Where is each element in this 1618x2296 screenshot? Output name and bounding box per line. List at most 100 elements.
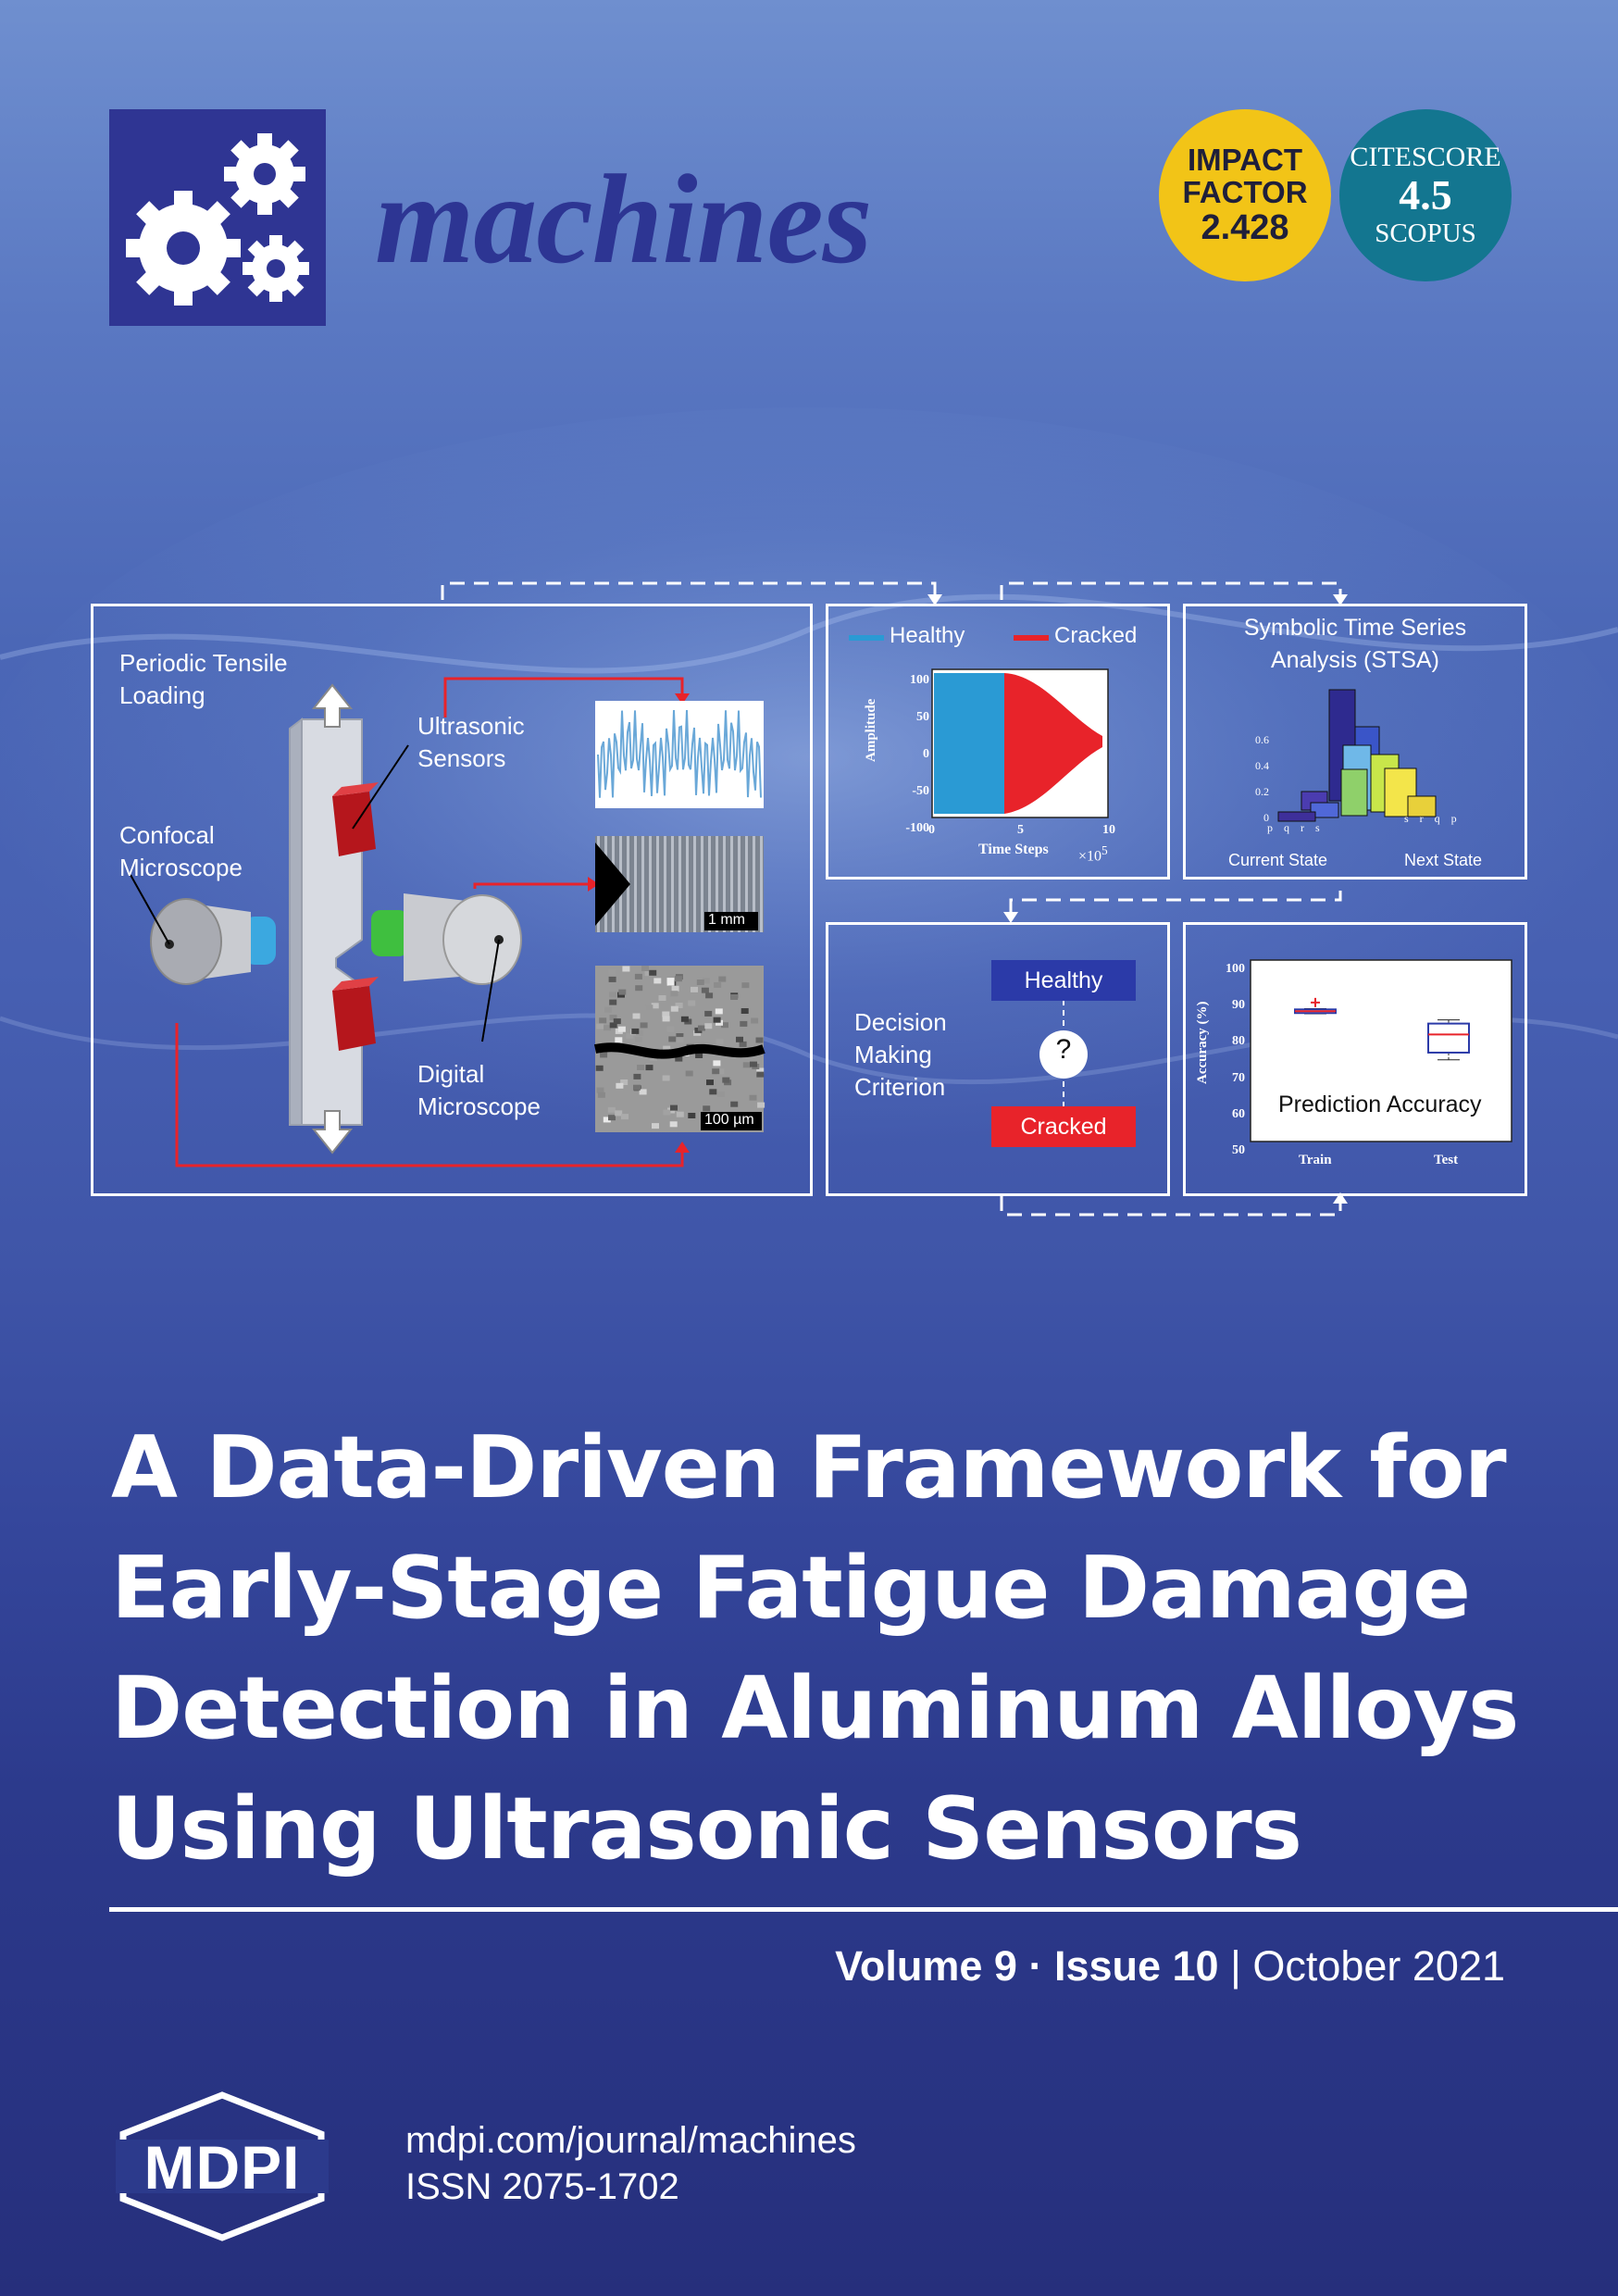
digital-microscope-label: Digital Microscope	[417, 1058, 541, 1123]
stsa-title-line1: Symbolic Time Series	[1243, 615, 1467, 641]
prediction-accuracy-label: Prediction Accuracy	[1278, 1092, 1482, 1117]
signal-ylabel: Amplitude	[864, 698, 878, 762]
confocal-microscope-label: Confocal Microscope	[119, 819, 243, 884]
healthy-box: Healthy	[991, 960, 1136, 1001]
ztick: 0.4	[1255, 759, 1269, 772]
digital-microscope-line1: Digital	[417, 1060, 485, 1088]
axis-letter: q	[1434, 812, 1440, 825]
ytick: 90	[1232, 998, 1245, 1013]
legend-healthy-label: Healthy	[890, 623, 965, 648]
issue-separator: ·	[1028, 1942, 1043, 1990]
decision-panel: Decision Making Criterion Healthy ? Crac…	[826, 922, 1170, 1196]
signal-chart	[849, 635, 1109, 818]
current-state-label: Current State	[1228, 851, 1328, 869]
stsa-right-axis-letters: s r q p	[1404, 812, 1457, 826]
confocal-microscope-line2: Microscope	[119, 854, 243, 882]
journal-name: machines	[375, 148, 872, 290]
experiment-setup-panel: Periodic Tensile Loading Ultrasonic Sens…	[91, 604, 813, 1196]
ytick: -100	[905, 821, 929, 835]
title-line: Early-Stage Fatigue Damage	[111, 1538, 1471, 1638]
publisher-logo: MDPI	[106, 2088, 338, 2245]
issue-number: Issue 10	[1053, 1942, 1219, 1990]
signal-xlabel: Time Steps	[978, 842, 1049, 857]
ultrasonic-sensors-line1: Ultrasonic	[417, 712, 525, 740]
ultrasonic-sensors-line2: Sensors	[417, 744, 506, 773]
legend-cracked-label: Cracked	[1054, 623, 1138, 648]
journal-url[interactable]: mdpi.com/journal/machines	[405, 2120, 856, 2161]
issn: ISSN 2075-1702	[405, 2166, 679, 2207]
signal-xtick: 0	[928, 823, 935, 837]
scale-bar-1mm: 1 mm	[708, 912, 745, 928]
citescore-badge: CITESCORE 4.5 SCOPUS	[1339, 109, 1512, 281]
ztick: 0	[1263, 811, 1269, 824]
stsa-3d-bar-chart	[1277, 689, 1437, 822]
healthy-signal	[934, 673, 1004, 814]
title-divider	[109, 1907, 1618, 1912]
periodic-loading-line2: Loading	[119, 681, 205, 710]
citescore-value: 4.5	[1399, 171, 1452, 219]
axis-letter: p	[1450, 812, 1457, 825]
ytick: 80	[1232, 1034, 1245, 1049]
ytick: 60	[1232, 1106, 1245, 1121]
stsa-title-line2: Analysis (STSA)	[1271, 647, 1439, 673]
ytick: 100	[1226, 962, 1245, 976]
accuracy-ylabel: Accuracy (%)	[1195, 1001, 1210, 1084]
periodic-loading-line1: Periodic Tensile	[119, 649, 288, 677]
decision-line2: Making	[854, 1041, 932, 1069]
decision-line1: Decision	[854, 1008, 947, 1036]
signal-x-exponent: ×105	[1078, 843, 1108, 865]
issue-info: Volume 9 · Issue 10 | October 2021	[835, 1942, 1505, 1990]
question-mark: ?	[1055, 1034, 1072, 1065]
scale-bar-100um: 100 µm	[704, 1112, 754, 1128]
title-line: A Data-Driven Framework for	[111, 1417, 1507, 1517]
ztick: 0.6	[1255, 733, 1269, 746]
impact-value: 2.428	[1201, 207, 1289, 247]
figure-connectors	[441, 581, 1348, 1217]
cracked-signal	[1004, 673, 1102, 814]
ytick: 50	[916, 710, 929, 724]
experiment-setup-diagram	[130, 677, 765, 1167]
volume: Volume 9	[835, 1942, 1017, 1990]
journal-logo	[109, 109, 326, 326]
accuracy-xtick-test: Test	[1434, 1153, 1459, 1167]
cracked-box: Cracked	[991, 1106, 1136, 1147]
title-line: Detection in Aluminum Alloys	[111, 1658, 1519, 1758]
impact-line2: FACTOR	[1182, 174, 1308, 209]
date-separator: |	[1230, 1942, 1241, 1990]
accuracy-xtick-train: Train	[1299, 1153, 1332, 1167]
citescore-source: SCOPUS	[1375, 218, 1476, 248]
signal-xtick: 5	[1017, 823, 1024, 837]
digital-microscope-line2: Microscope	[417, 1092, 541, 1121]
x-exponent-power: 5	[1101, 843, 1108, 857]
issue-date: October 2021	[1252, 1942, 1505, 1990]
axis-letter: s	[1404, 812, 1409, 825]
stsa-title: Symbolic Time Series Analysis (STSA)	[1186, 612, 1525, 677]
citescore-label: CITESCORE	[1350, 142, 1501, 173]
ultrasonic-sensors-label: Ultrasonic Sensors	[417, 710, 525, 775]
axis-letter: r	[1301, 821, 1304, 834]
ytick: 50	[1232, 1143, 1245, 1158]
decision-label: Decision Making Criterion	[854, 1006, 947, 1104]
gears-icon	[126, 133, 309, 306]
accuracy-yticks: 100 90 80 70 60 50	[1215, 951, 1245, 1168]
ytick: 100	[910, 673, 929, 687]
impact-factor-badge: IMPACT FACTOR 2.428	[1159, 109, 1331, 281]
signal-panel: Healthy Cracked Amplitude 100 50 0 -50 -…	[826, 604, 1170, 880]
decision-connector	[1039, 990, 1088, 1106]
stsa-left-axis-letters: p q r s	[1267, 821, 1320, 835]
ztick: 0.2	[1255, 785, 1269, 798]
mdpi-hexagon-icon	[116, 2091, 329, 2241]
accuracy-box-plot	[1250, 959, 1512, 1142]
axis-letter: p	[1267, 821, 1273, 834]
x-exponent-base: ×10	[1078, 848, 1102, 865]
impact-line1: IMPACT	[1187, 142, 1303, 177]
ytick: 70	[1232, 1070, 1245, 1085]
title-line: Using Ultrasonic Sensors	[111, 1778, 1302, 1878]
ytick: 0	[923, 747, 929, 761]
stsa-panel: Symbolic Time Series Analysis (STSA) 0.6…	[1183, 604, 1527, 880]
axis-letter: q	[1284, 821, 1289, 834]
axis-letter: r	[1419, 812, 1424, 825]
article-title: A Data-Driven Framework for Early-Stage …	[111, 1407, 1555, 1889]
signal-yticks: 100 50 0 -50 -100	[898, 662, 929, 847]
